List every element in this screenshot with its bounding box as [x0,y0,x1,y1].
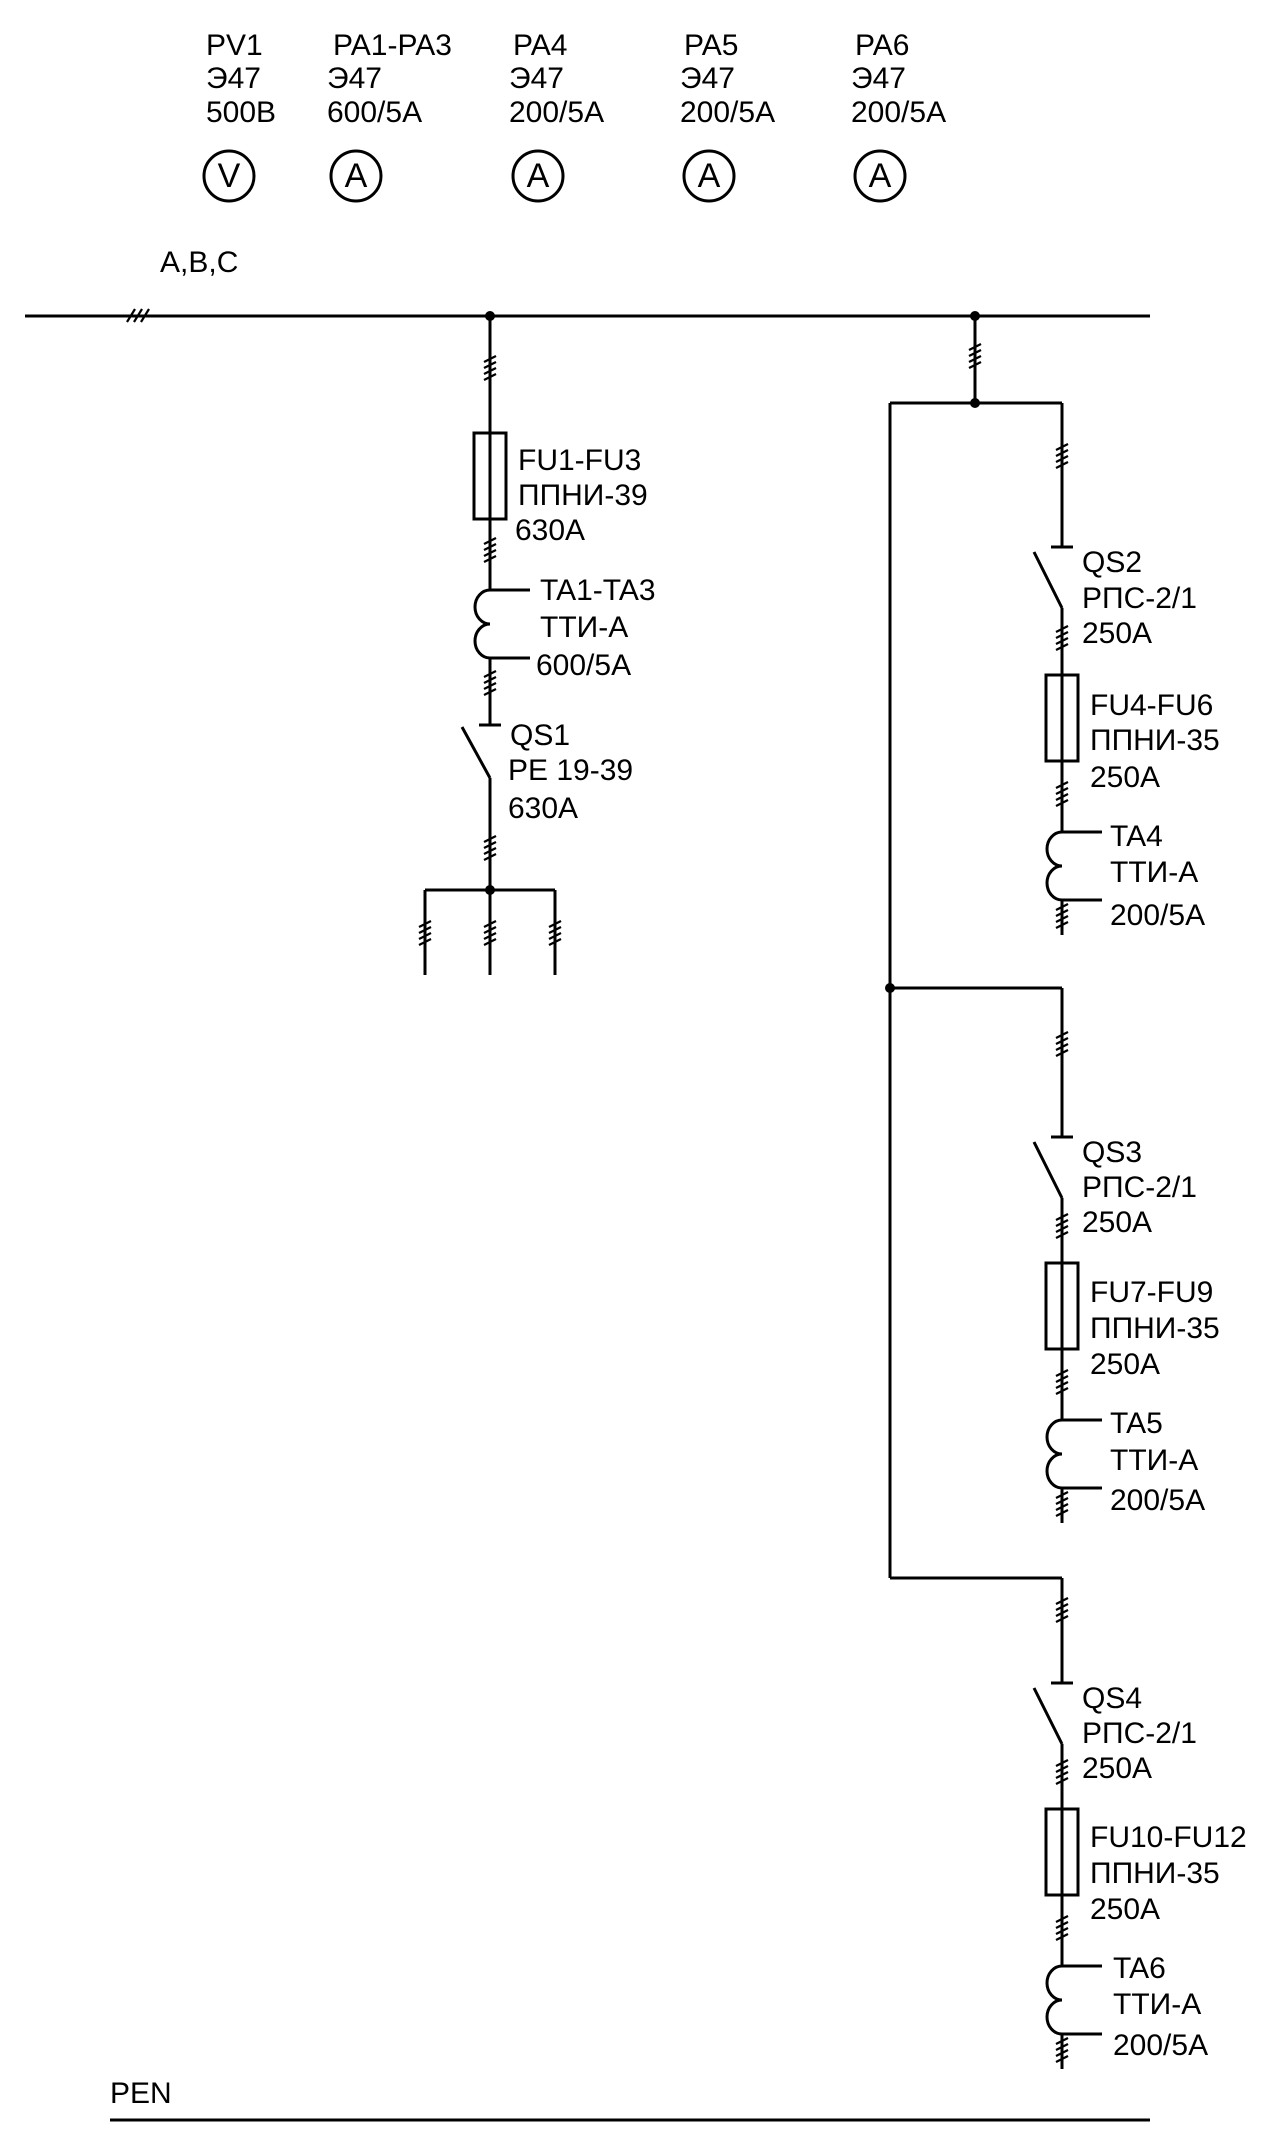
meter-pa5-type: Э47 [680,62,735,95]
meter-pa6-rating: 200/5А [851,96,946,129]
feeder-branch-2: QS3 РПС-2/1 250А FU7-FU9 ППНИ-35 250А TA… [1032,988,1220,1523]
meter-pa4-rating: 200/5А [509,96,604,129]
meter-pv1-rating: 500В [206,96,276,129]
fu10-fu12-rating: 250А [1090,1893,1160,1926]
current-transformer-icon [473,588,491,660]
left-fuse-type: ППНИ-39 [518,479,648,512]
voltmeter-icon [202,149,256,203]
qs3-name: QS3 [1082,1136,1142,1169]
ta4-type: ТТИ-А [1110,856,1198,889]
ta5-type: ТТИ-А [1110,1444,1198,1477]
qs3-rating: 250А [1082,1206,1152,1239]
feeder-branch-1: QS2 РПС-2/1 250А FU4-FU6 ППНИ-35 250А TA… [1032,403,1220,935]
meter-pa1-pa3-symbol: A [345,157,368,195]
meter-pa5-name: PA5 [684,29,738,62]
meter-pv1-symbol: V [218,157,241,195]
bus-phases-label: A,B,C [160,246,238,279]
ta6-name: TA6 [1113,1952,1166,1985]
meter-pa4-type: Э47 [509,62,564,95]
ammeter-icon [853,149,907,203]
fu7-fu9-rating: 250А [1090,1348,1160,1381]
ta6-rating: 200/5А [1113,2029,1208,2062]
qs4-type: РПС-2/1 [1082,1717,1197,1750]
fu7-fu9-type: ППНИ-35 [1090,1312,1220,1345]
meter-pa6-symbol: A [869,157,892,195]
ammeter-icon [329,149,383,203]
meter-pa4: PA4 Э47 200/5А A [509,29,604,203]
disconnector-icon [1032,551,1064,609]
meter-pa6-name: PA6 [855,29,909,62]
meter-pa4-name: PA4 [513,29,567,62]
left-fuse-name: FU1-FU3 [518,444,641,477]
disconnector-icon [1032,1141,1064,1199]
meter-pa1-pa3-type: Э47 [327,62,382,95]
left-switch-rating: 630А [508,792,578,825]
meter-pa5-rating: 200/5А [680,96,775,129]
left-ct-type: ТТИ-А [540,611,628,644]
fu10-fu12-type: ППНИ-35 [1090,1857,1220,1890]
ta6-type: ТТИ-А [1113,1988,1201,2021]
meter-pa5: PA5 Э47 200/5А A [680,29,775,203]
left-ct-rating: 600/5А [536,649,631,682]
ta5-rating: 200/5А [1110,1484,1205,1517]
ta5-name: TA5 [1110,1407,1163,1440]
ammeter-icon [682,149,736,203]
qs2-name: QS2 [1082,546,1142,579]
qs2-type: РПС-2/1 [1082,582,1197,615]
ta4-rating: 200/5А [1110,899,1205,932]
disconnector-icon [1032,1687,1064,1745]
ta4-name: TA4 [1110,820,1163,853]
left-ct-name: TA1-TA3 [540,574,656,607]
right-feeders [885,311,1062,1580]
pen-label: PEN [110,2077,172,2110]
meter-pa1-pa3: PA1-PA3 Э47 600/5А A [327,29,452,203]
left-fuse-rating: 630А [515,514,585,547]
disconnector-icon [460,726,492,779]
meter-pv1-name: PV1 [206,29,263,62]
left-feeder: FU1-FU3 ППНИ-39 630А TA1-TA3 ТТИ-А 600/5… [417,311,656,975]
fu4-fu6-type: ППНИ-35 [1090,724,1220,757]
current-transformer-icon [1045,830,1063,902]
qs4-rating: 250А [1082,1752,1152,1785]
bus-three-phase-marks [126,308,150,323]
meter-pa1-pa3-rating: 600/5А [327,96,422,129]
fu7-fu9-name: FU7-FU9 [1090,1276,1213,1309]
current-transformer-icon [1045,1418,1063,1490]
meter-pa4-symbol: A [527,157,550,195]
fu4-fu6-name: FU4-FU6 [1090,689,1213,722]
meter-pa6-type: Э47 [851,62,906,95]
fu10-fu12-name: FU10-FU12 [1090,1821,1247,1854]
feeder-branch-3: QS4 РПС-2/1 250А FU10-FU12 ППНИ-35 250А … [1032,1578,1247,2069]
qs3-type: РПС-2/1 [1082,1171,1197,1204]
left-switch-name: QS1 [510,719,570,752]
current-transformer-icon [1045,1964,1063,2036]
fu4-fu6-rating: 250А [1090,761,1160,794]
meter-pv1: PV1 Э47 500В V [202,29,276,203]
left-switch-type: РЕ 19-39 [508,754,633,787]
ammeter-icon [511,149,565,203]
qs4-name: QS4 [1082,1682,1142,1715]
meter-pa5-symbol: A [698,157,721,195]
qs2-rating: 250А [1082,617,1152,650]
meter-pa6: PA6 Э47 200/5А A [851,29,946,203]
meter-pa1-pa3-name: PA1-PA3 [333,29,452,62]
meter-pv1-type: Э47 [206,62,261,95]
